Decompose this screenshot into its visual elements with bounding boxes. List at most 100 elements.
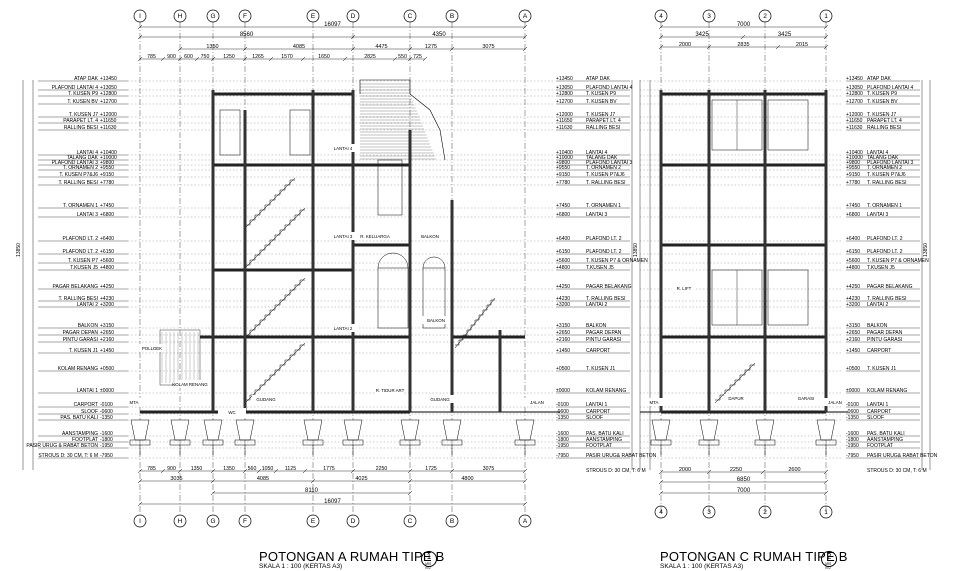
dim-a-b1-label: 1050 (262, 466, 274, 472)
room-a-tag-13 (120, 398, 148, 406)
level-c-right-label: PLAFOND LT. 2 (867, 236, 903, 242)
room-a-lantai-3: LANTAI 3 (334, 234, 353, 239)
grid-a-bottom-C-circle (403, 514, 417, 528)
grid-a-bottom-F-circle (238, 514, 252, 528)
level-c-right-value: +4230 (846, 296, 860, 302)
level-a-left-value: -1350 (100, 415, 113, 421)
dim-a-total-label: 16097 (324, 22, 341, 28)
level-a-left-label: ATAP DAK (74, 76, 99, 82)
grid-a-bottom-H: H (178, 518, 183, 525)
grid-a-bottom-G-circle (206, 514, 220, 528)
dim-a-b1-tick (522, 468, 528, 474)
level-a-left-label: LANTAI 4 (77, 150, 99, 156)
room-a-balkon: BALKON (421, 234, 439, 239)
dim-c-l2-label: 3425 (778, 32, 792, 38)
dim-c-l2-tick (823, 34, 829, 40)
dim-a-l4-label: 900 (167, 54, 176, 60)
dim-a-b1-tick (177, 468, 183, 474)
dim-a-l4-tick (242, 56, 248, 62)
level-c-right-value: ±0000 (846, 388, 860, 394)
dim-a-l4-tick (422, 56, 428, 62)
level-a-right-value: +9150 (556, 172, 570, 178)
room-c-mta: MTA (650, 400, 659, 405)
grid-c-bottom-1: 1 (824, 509, 828, 516)
level-a-left-label: T. RALLING BESI (59, 296, 98, 302)
level-a-left-label: PAS. BATU KALI (60, 415, 98, 421)
dim-c-b1-tick (823, 469, 829, 475)
slab-a-2 (213, 268, 353, 272)
level-a-right-label: LANTAI 1 (586, 402, 608, 408)
stairs-c-1 (715, 364, 755, 401)
level-c-right-value: +9800 (846, 160, 860, 166)
dim-c-total-label: 7000 (737, 22, 751, 28)
grid-a-bottom-H-circle (173, 514, 187, 528)
dim-c-l3-tick (823, 44, 829, 50)
dim-a-b1-tick (210, 468, 216, 474)
vdim-a-total-right: 13850 (633, 243, 639, 257)
dim-a-b1-tick (350, 468, 356, 474)
level-a-right-value: +7450 (556, 203, 570, 209)
section-a-title: POTONGAN A RUMAH TIPE B (259, 549, 445, 564)
grid-c-bottom-3-circle (702, 505, 716, 519)
level-a-right-value: -1350 (556, 415, 569, 421)
footing-a-0 (130, 419, 150, 441)
dim-a-l4-tick (177, 56, 183, 62)
level-c-right-label: T. RALLING BESI (867, 296, 906, 302)
dim-a-total-tick (137, 24, 143, 30)
level-a-right-label: ATAP DAK (586, 76, 611, 82)
level-a-right-value: +10400 (556, 150, 573, 156)
door-arch-a (422, 256, 446, 269)
level-a-right-value: +11630 (556, 125, 573, 131)
level-a-right-value: +4250 (556, 284, 570, 290)
level-c-right-label: PLAFOND LANTAI 4 (867, 85, 914, 91)
room-a-tag-5 (218, 408, 246, 416)
level-a-left-value: +11630 (100, 125, 117, 131)
dim-a-l3-tick (522, 46, 528, 52)
wall-a-1 (243, 110, 247, 412)
stairs-a-3-stringer (244, 207, 306, 269)
level-a-right-value: +2650 (556, 330, 570, 336)
level-c-right-label: PAGAR BELAKANG (867, 284, 913, 290)
level-a-right-label: PAGAR DEPAN (586, 330, 622, 336)
level-c-right-value: +11650 (846, 118, 863, 124)
level-a-left-label: PAGAR BELAKANG (53, 284, 99, 290)
room-a-tag-7 (329, 232, 357, 240)
level-a-left-value: +13450 (100, 76, 117, 82)
dim-a-btotal-tick (137, 501, 143, 507)
level-a-left-value: +9550 (100, 165, 114, 171)
level-a-right-label: T. KUSEN P7&J6 (586, 172, 625, 178)
dim-a-b1-label: 3075 (483, 466, 495, 472)
wall-c-2 (763, 90, 767, 412)
level-c-right-label: T. KUSEN BV (867, 99, 898, 105)
level-a-left-label: SLOOF (81, 409, 98, 415)
level-a-left-label: T. KUSEN P9 (68, 91, 98, 97)
level-a-right-value: +13050 (556, 85, 573, 91)
level-a-left-label: RALLING BESI (64, 125, 98, 131)
level-a-right-value: -7950 (556, 453, 569, 459)
dim-a-l4-label: 1570 (281, 54, 293, 60)
dim-a-l4-tick (160, 56, 166, 62)
dim-c-l3-tick (775, 44, 781, 50)
dim-a-l4-tick (194, 56, 200, 62)
slab-a-6 (353, 335, 410, 339)
grid-a-top-E: E (311, 13, 316, 20)
level-a-right-value: +11650 (556, 118, 573, 124)
level-a-left-value: +4250 (100, 284, 114, 290)
level-a-right-value: +4800 (556, 265, 570, 271)
level-a-left-label: FOOTPLAT (72, 437, 98, 443)
level-a-left-value: +9150 (100, 172, 114, 178)
dim-a-b1-label: 900 (167, 466, 176, 472)
dim-a-total-tick (522, 24, 528, 30)
level-a-left-value: +0500 (100, 366, 114, 372)
level-a-left-label: T. RALLING BESI (59, 180, 98, 186)
level-a-right-label: T. KUSEN P9 (586, 91, 616, 97)
footing-a-6 (400, 419, 420, 441)
stairs-a-4-stringer (244, 177, 296, 229)
grid-a-bottom-D-circle (346, 514, 360, 528)
room-a-kolam-renang: KOLAM RENANG (172, 382, 208, 387)
level-a-left-label: STROUS D: 30 CM, T: 6 M (38, 453, 98, 459)
level-a-right-label: FOOTPLAT (586, 443, 612, 449)
room-c-tag-3 (823, 398, 847, 406)
level-c-right-value: +3200 (846, 302, 860, 308)
level-a-right-value: +3200 (556, 302, 570, 308)
